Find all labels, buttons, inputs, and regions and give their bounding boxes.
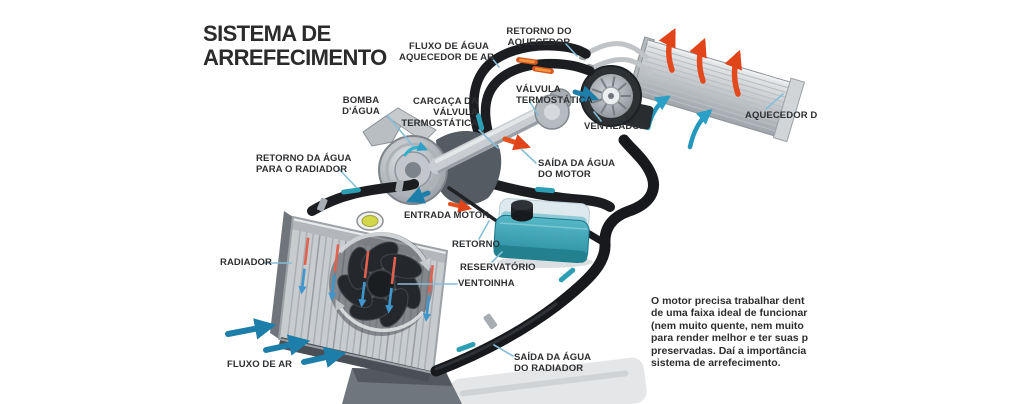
- pump-flow-arrow: [403, 141, 428, 157]
- hose-radiator-outlet: [430, 134, 659, 377]
- title-line-1: SISTEMA DE: [203, 21, 331, 46]
- paragraph-line: para render melhor e ter suas p: [651, 332, 808, 345]
- small-hot-arrow: [448, 199, 472, 213]
- heater-pipes: [581, 41, 653, 75]
- label-fluxo-agua-aquecedor: FLUXO DE ÁGUA AQUECEDOR DE AR: [399, 41, 495, 64]
- label-retorno: RETORNO: [452, 239, 501, 250]
- cool-flow-markers: [456, 186, 576, 353]
- label-entrada-motor: ENTRADA MOTOR: [404, 210, 490, 221]
- heater-hoses: [469, 40, 595, 150]
- label-ventoinha: VENTOINHA: [458, 278, 515, 289]
- label-saida-agua-radiador: SAÍDA DA ÁGUA DO RADIADOR: [514, 352, 592, 375]
- description-paragraph: O motor precisa trabalhar dent de uma fa…: [651, 295, 808, 369]
- hose-return-to-radiator: [307, 179, 419, 216]
- paragraph-line: preservadas. Daí a importância: [651, 344, 807, 357]
- label-bomba-dagua: BOMBA D'ÁGUA: [342, 95, 380, 118]
- label-aquecedor: AQUECEDOR D: [745, 110, 818, 121]
- coolant-reservoir: [493, 198, 605, 268]
- label-retorno-aquecedor: RETORNO DO AQUECEDOR: [506, 26, 572, 49]
- title-line-2: ARREFECIMENTO: [203, 45, 387, 70]
- paragraph-line: de uma faixa ideal de funcionar: [651, 307, 808, 320]
- label-carcaca-valvula: CARCAÇA DA VÁLVULA TERMOSTÁTICA: [401, 96, 478, 130]
- hot-air-arrows: [658, 27, 742, 97]
- coolant-flow-arrows: [298, 237, 434, 322]
- paragraph-line: sistema de arrefecimento.: [651, 357, 781, 370]
- label-valvula-termostatica: VÁLVULA TERMOSTÁTICA: [516, 84, 593, 107]
- label-radiador: RADIADOR: [220, 257, 272, 268]
- paragraph-line: (nem muito quente, nem muito: [651, 319, 804, 332]
- radiator-unit: [270, 211, 449, 382]
- paragraph-line: O motor precisa trabalhar dent: [651, 295, 805, 307]
- label-fluxo-ar: FLUXO DE AR: [227, 359, 293, 370]
- diagram-title: SISTEMA DE ARREFECIMENTO: [203, 22, 387, 70]
- leader-lines: [263, 43, 784, 357]
- blower-fan: [580, 65, 654, 130]
- label-reservatorio: RESERVATÓRIO: [460, 262, 536, 273]
- hot-flow-markers: [475, 57, 554, 131]
- label-saida-agua-motor: SAÍDA DA ÁGUA DO MOTOR: [538, 158, 616, 181]
- airflow-arrows: [225, 318, 347, 368]
- thermostat-pointer-arrow: [572, 85, 600, 103]
- hose-engine-right: [481, 177, 615, 212]
- label-ventilador: VENTILADOR: [584, 121, 647, 132]
- engine-inlet-arrow: [406, 186, 431, 204]
- engine-outlet-arrow: [502, 134, 531, 151]
- label-retorno-agua-radiador: RETORNO DA ÁGUA PARA O RADIADOR: [256, 153, 352, 176]
